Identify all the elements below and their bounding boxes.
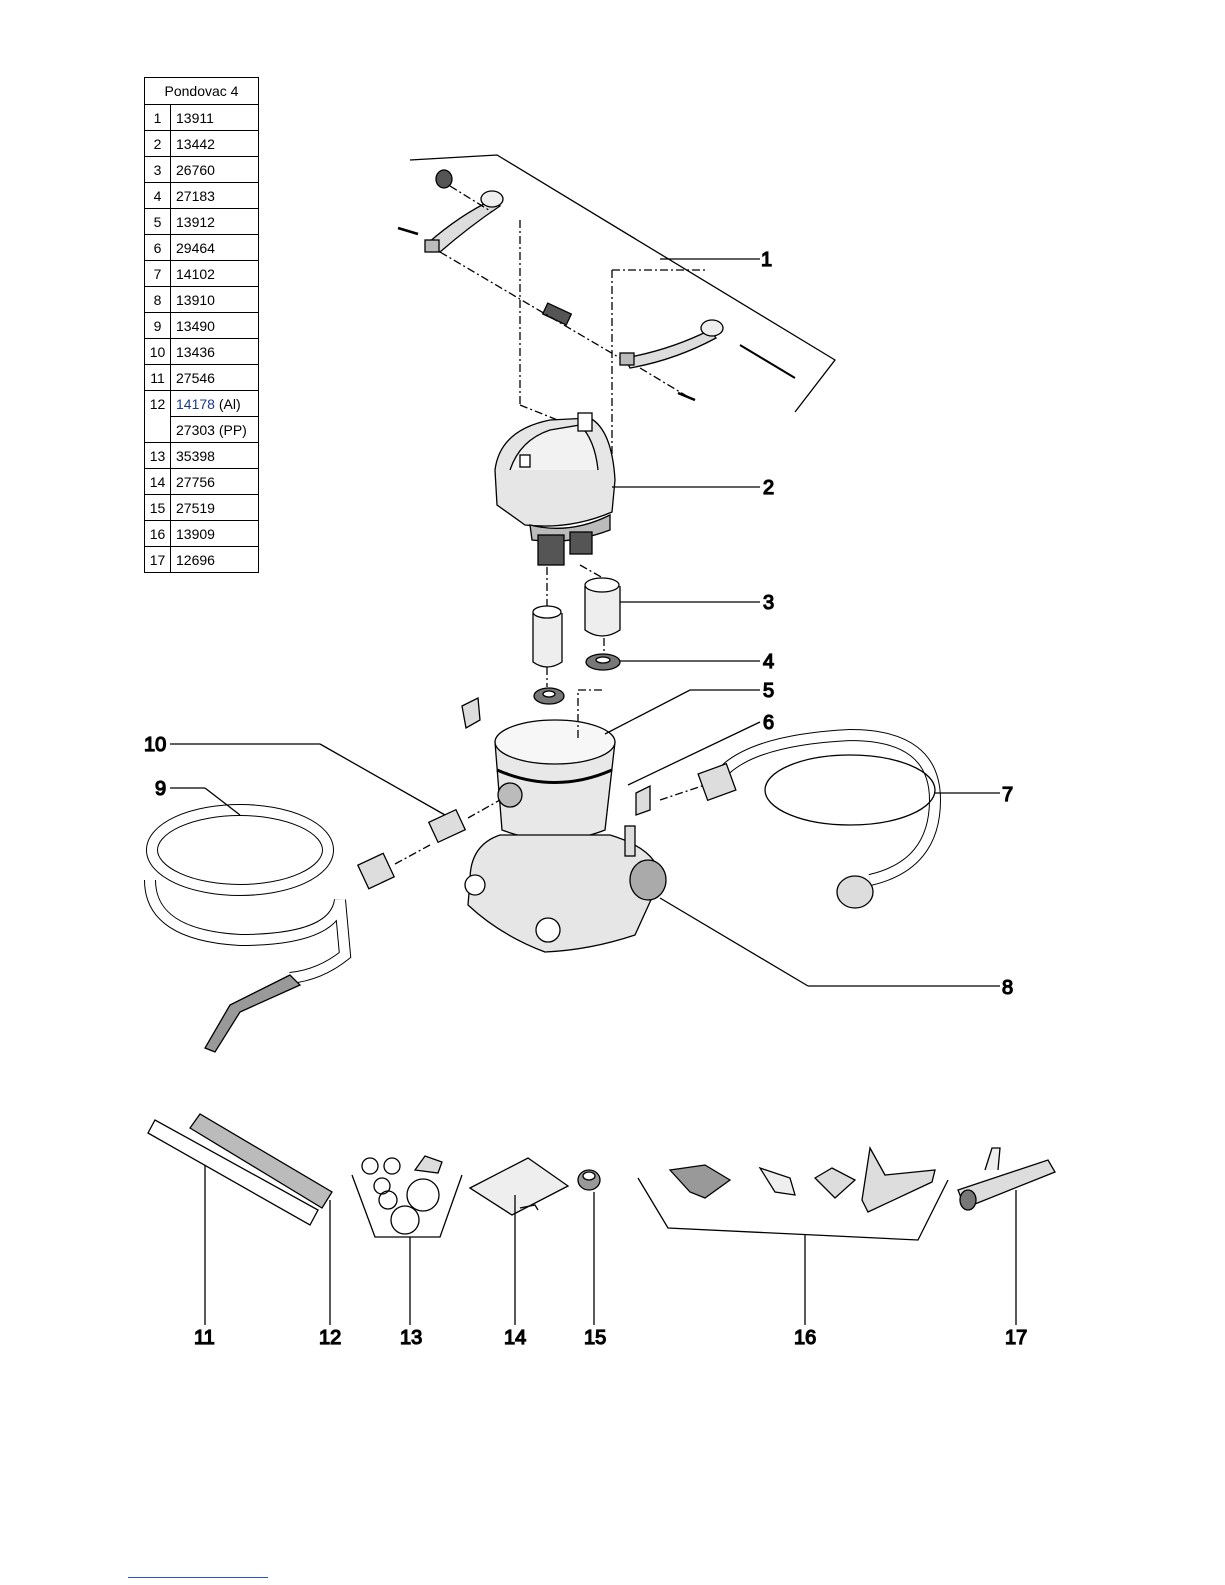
motor-head [495, 413, 760, 565]
accessory-tubes [148, 1114, 332, 1325]
callout-14: 14 [504, 1327, 526, 1349]
floor-nozzle [958, 1148, 1055, 1325]
callout-4: 4 [763, 651, 774, 673]
hose-right [628, 722, 1000, 908]
handle-assembly [398, 155, 835, 455]
manual-book [470, 1158, 568, 1325]
callout-11: 11 [194, 1327, 215, 1349]
handle-right [625, 330, 716, 368]
hose-left [150, 744, 500, 1052]
callout-8: 8 [1002, 977, 1013, 999]
nozzle-set [638, 1148, 948, 1325]
callout-2: 2 [763, 477, 774, 499]
callout-6: 6 [763, 712, 774, 734]
callout-13: 13 [400, 1327, 422, 1349]
callout-1: 1 [761, 249, 772, 271]
spring [543, 303, 572, 325]
adapter-part [578, 1170, 600, 1325]
callout-15: 15 [584, 1327, 606, 1349]
container [462, 690, 760, 840]
footer-link-underline [128, 1577, 268, 1578]
filter-tubes [533, 565, 760, 687]
callout-10: 10 [144, 734, 166, 756]
callout-7: 7 [1002, 784, 1013, 806]
seal-rings [534, 654, 760, 704]
callout-17: 17 [1005, 1327, 1027, 1349]
callout-16: 16 [794, 1327, 816, 1349]
callout-3: 3 [763, 592, 774, 614]
callout-5: 5 [763, 680, 774, 702]
callout-9: 9 [155, 778, 166, 800]
callout-12: 12 [319, 1327, 341, 1349]
knob-top [436, 170, 452, 188]
seal-kit [352, 1156, 462, 1325]
